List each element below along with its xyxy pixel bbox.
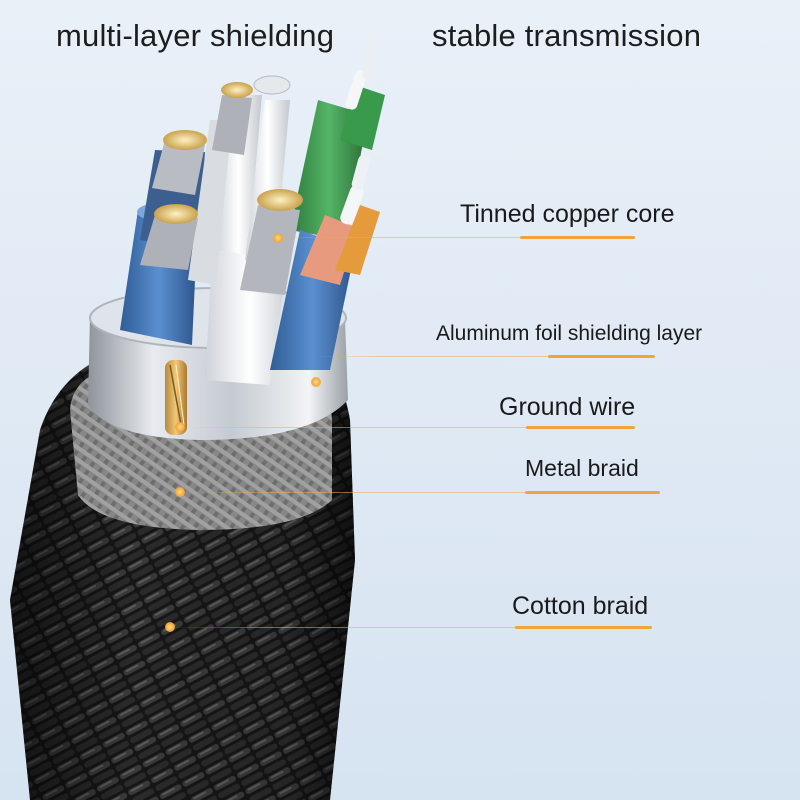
underline-metal-braid <box>525 491 660 494</box>
underline-ground-wire <box>526 426 635 429</box>
underline-aluminum-foil <box>548 355 655 358</box>
leader-line-ground-wire <box>180 427 635 428</box>
leader-line-tinned-copper-core <box>275 237 635 238</box>
marker-metal-braid <box>175 487 185 497</box>
marker-tinned-copper-core <box>273 233 283 243</box>
label-aluminum-foil-shielding-layer: Aluminum foil shielding layer <box>436 322 703 345</box>
ground-wire <box>165 360 187 435</box>
label-tinned-copper-core: Tinned copper core <box>460 200 675 228</box>
underline-cotton-braid <box>515 626 652 629</box>
leader-line-metal-braid <box>180 492 660 493</box>
marker-cotton-braid <box>165 622 175 632</box>
label-ground-wire: Ground wire <box>499 393 636 421</box>
leader-line-cotton-braid <box>170 627 652 628</box>
leader-line-aluminum-foil <box>315 356 655 357</box>
label-metal-braid: Metal braid <box>525 455 639 481</box>
marker-ground-wire <box>175 422 185 432</box>
headline-multi-layer-shielding: multi-layer shielding <box>56 18 335 53</box>
label-cotton-braid: Cotton braid <box>512 592 649 620</box>
headline-stable-transmission: stable transmission <box>432 18 702 53</box>
underline-tinned-copper-core <box>520 236 635 239</box>
tinned-copper-strands <box>140 75 303 295</box>
marker-aluminum-foil <box>311 377 321 387</box>
